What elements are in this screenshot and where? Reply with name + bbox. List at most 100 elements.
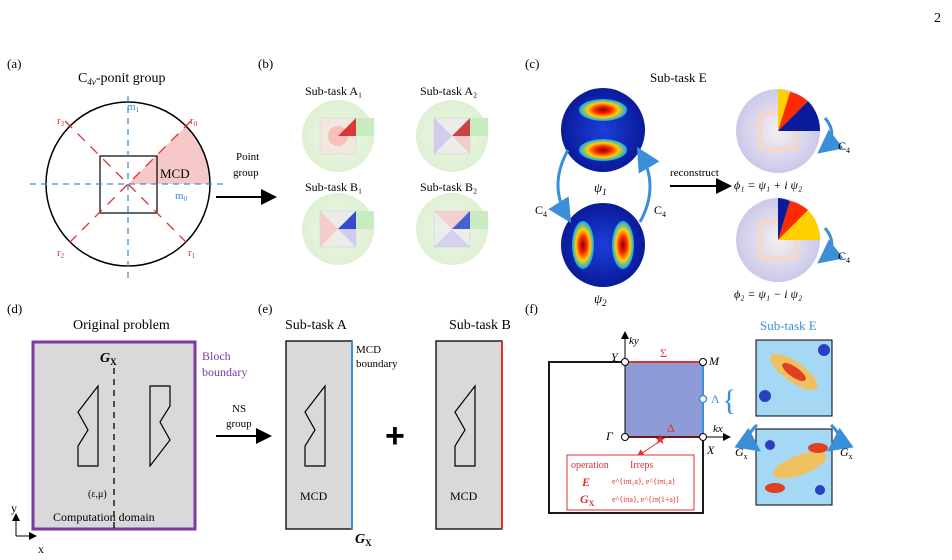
point-M [699, 358, 707, 366]
gx-label-f-left: Gx [735, 445, 748, 461]
gx-label-f-right: Gx [840, 445, 853, 461]
c4-label-phi2: C4 [838, 249, 850, 265]
subtask-a-domain [285, 340, 353, 530]
subtask-a1-field [302, 100, 374, 172]
label-Lambda: Λ [711, 392, 720, 406]
label-Sigma: Σ [660, 346, 667, 360]
axis-y-label: y [11, 501, 17, 515]
c4-arrow-right [636, 146, 660, 223]
mcd-boundary-label-1: MCD [356, 344, 381, 356]
mcd-wedge [128, 126, 211, 184]
ns-label-2: group [226, 418, 252, 430]
point-Gamma [621, 433, 629, 441]
subtask-b1-field [302, 193, 374, 265]
point-Y [621, 358, 629, 366]
irreps-irr-header: Irreps [630, 460, 653, 471]
panel-c-label: (c) [525, 56, 539, 71]
delta-callout-arrow [636, 440, 661, 458]
subtask-b-title: Sub-task B [449, 318, 511, 333]
psi1-field [561, 88, 645, 172]
label-X: X [706, 443, 715, 457]
point-Lambda [698, 394, 708, 404]
subtask-e-label-f: Sub-task E [760, 318, 817, 333]
axis-x-label: x [38, 542, 44, 556]
irreps-irr-gx: e^{iπa}, e^{iπ(1+a)} [612, 495, 680, 504]
gx-arrow-right [827, 423, 854, 452]
label-r2: r2 [57, 247, 65, 260]
original-problem-title: Original problem [73, 318, 170, 333]
phi1-field [736, 89, 821, 173]
c4-arrow-left [548, 149, 572, 224]
subtask-b-scatterer [454, 384, 476, 467]
panel-d: (d) Original problem GX (ε,μ) Computatio… [7, 301, 272, 556]
subtask-b2-field [416, 193, 488, 265]
irreps-op-e: E [581, 475, 590, 489]
computation-domain-label: Computation domain [53, 510, 155, 524]
phi2-equation: ϕ₂ = ψ₁ − i ψ₂ [734, 287, 802, 301]
panel-a-label: (a) [7, 56, 21, 71]
ns-label-1: NS [232, 403, 246, 415]
subtask-a2-field [416, 100, 488, 172]
c4-arrow-phi2 [817, 227, 844, 264]
subtask-a2-title: Sub-task A₂ [420, 84, 477, 98]
phi2-field [736, 198, 821, 282]
psi2-field [561, 203, 645, 287]
irreps-table [566, 454, 695, 511]
c4-arrow-phi1 [817, 117, 844, 154]
subtask-b1-title: Sub-task B₁ [305, 180, 362, 194]
eps-mu-label: (ε,μ) [88, 489, 107, 500]
scatterer-right [149, 385, 171, 468]
label-m1: m1 [127, 101, 140, 114]
label-r3: r3 [57, 115, 65, 128]
c4-label-phi1: C4 [838, 139, 850, 155]
label-m0: m0 [175, 190, 188, 203]
subtask-a-mcd: MCD [300, 489, 328, 503]
subtask-b2-title: Sub-task B₂ [420, 180, 477, 194]
subtask-b-mcd: MCD [450, 489, 478, 503]
gx-arrow-left [734, 423, 761, 452]
label-r0: r0 [190, 115, 198, 128]
panel-a-title: C4v-ponit group [78, 71, 165, 87]
panel-c: (c) Sub-task E ψ1 ψ2 C4 C4 reconstruct [525, 56, 850, 308]
arrow-label-group: group [233, 167, 259, 179]
page-number: 2 [934, 11, 941, 26]
arrow-label-point: Point [236, 151, 259, 163]
diagonal-r0 [64, 120, 192, 248]
irreps-op-gx: GX [580, 492, 595, 508]
field-map-bottom [755, 428, 833, 506]
psi1-label: ψ1 [594, 180, 607, 197]
panel-f: (f) ky kx Y M Γ X Σ Λ Δ ★ operation Irre… [525, 301, 854, 514]
subtask-e-title: Sub-task E [650, 70, 707, 85]
label-r1: r1 [188, 247, 196, 260]
subtask-b-domain [435, 340, 503, 530]
panel-b-label: (b) [258, 56, 273, 71]
phi1-equation: ϕ₁ = ψ₁ + i ψ₂ [734, 178, 802, 192]
panel-b: (b) Sub-task A₁ Sub-task A₂ Sub-task B₁ … [258, 56, 488, 265]
subtask-a-title: Sub-task A [285, 318, 348, 333]
psi2-label: ψ2 [594, 291, 607, 308]
point-X [699, 433, 707, 441]
label-Delta: Δ [667, 421, 675, 435]
ky-label: ky [629, 335, 639, 347]
label-Y: Y [611, 350, 619, 364]
panel-e: (e) Sub-task A Sub-task B MCD MCD bounda… [258, 301, 511, 548]
field-map-top [755, 339, 833, 417]
plus-sign: + [385, 417, 405, 455]
kx-label: kx [713, 423, 723, 435]
scatterer-left [77, 384, 99, 467]
mcd-boundary-label-2: boundary [356, 358, 398, 370]
subtask-a-scatterer [304, 384, 326, 467]
gx-label-e: GX [355, 532, 372, 548]
lambda-brace: { [722, 384, 736, 417]
label-M: M [708, 354, 720, 368]
bloch-label-2: boundary [202, 365, 247, 379]
panel-a: (a) C4v-ponit group m1 m0 r0 r3 r2 r1 MC… [7, 56, 277, 280]
panel-e-label: (e) [258, 301, 272, 316]
label-Gamma: Γ [605, 429, 614, 443]
irreps-irr-e: e^{iπt₁a}, e^{iπt₁a} [612, 477, 676, 486]
delta-star-icon: ★ [654, 433, 667, 448]
irreps-op-header: operation [571, 460, 609, 471]
reconstruct-label: reconstruct [670, 167, 719, 179]
c4-label-right: C4 [654, 203, 666, 219]
